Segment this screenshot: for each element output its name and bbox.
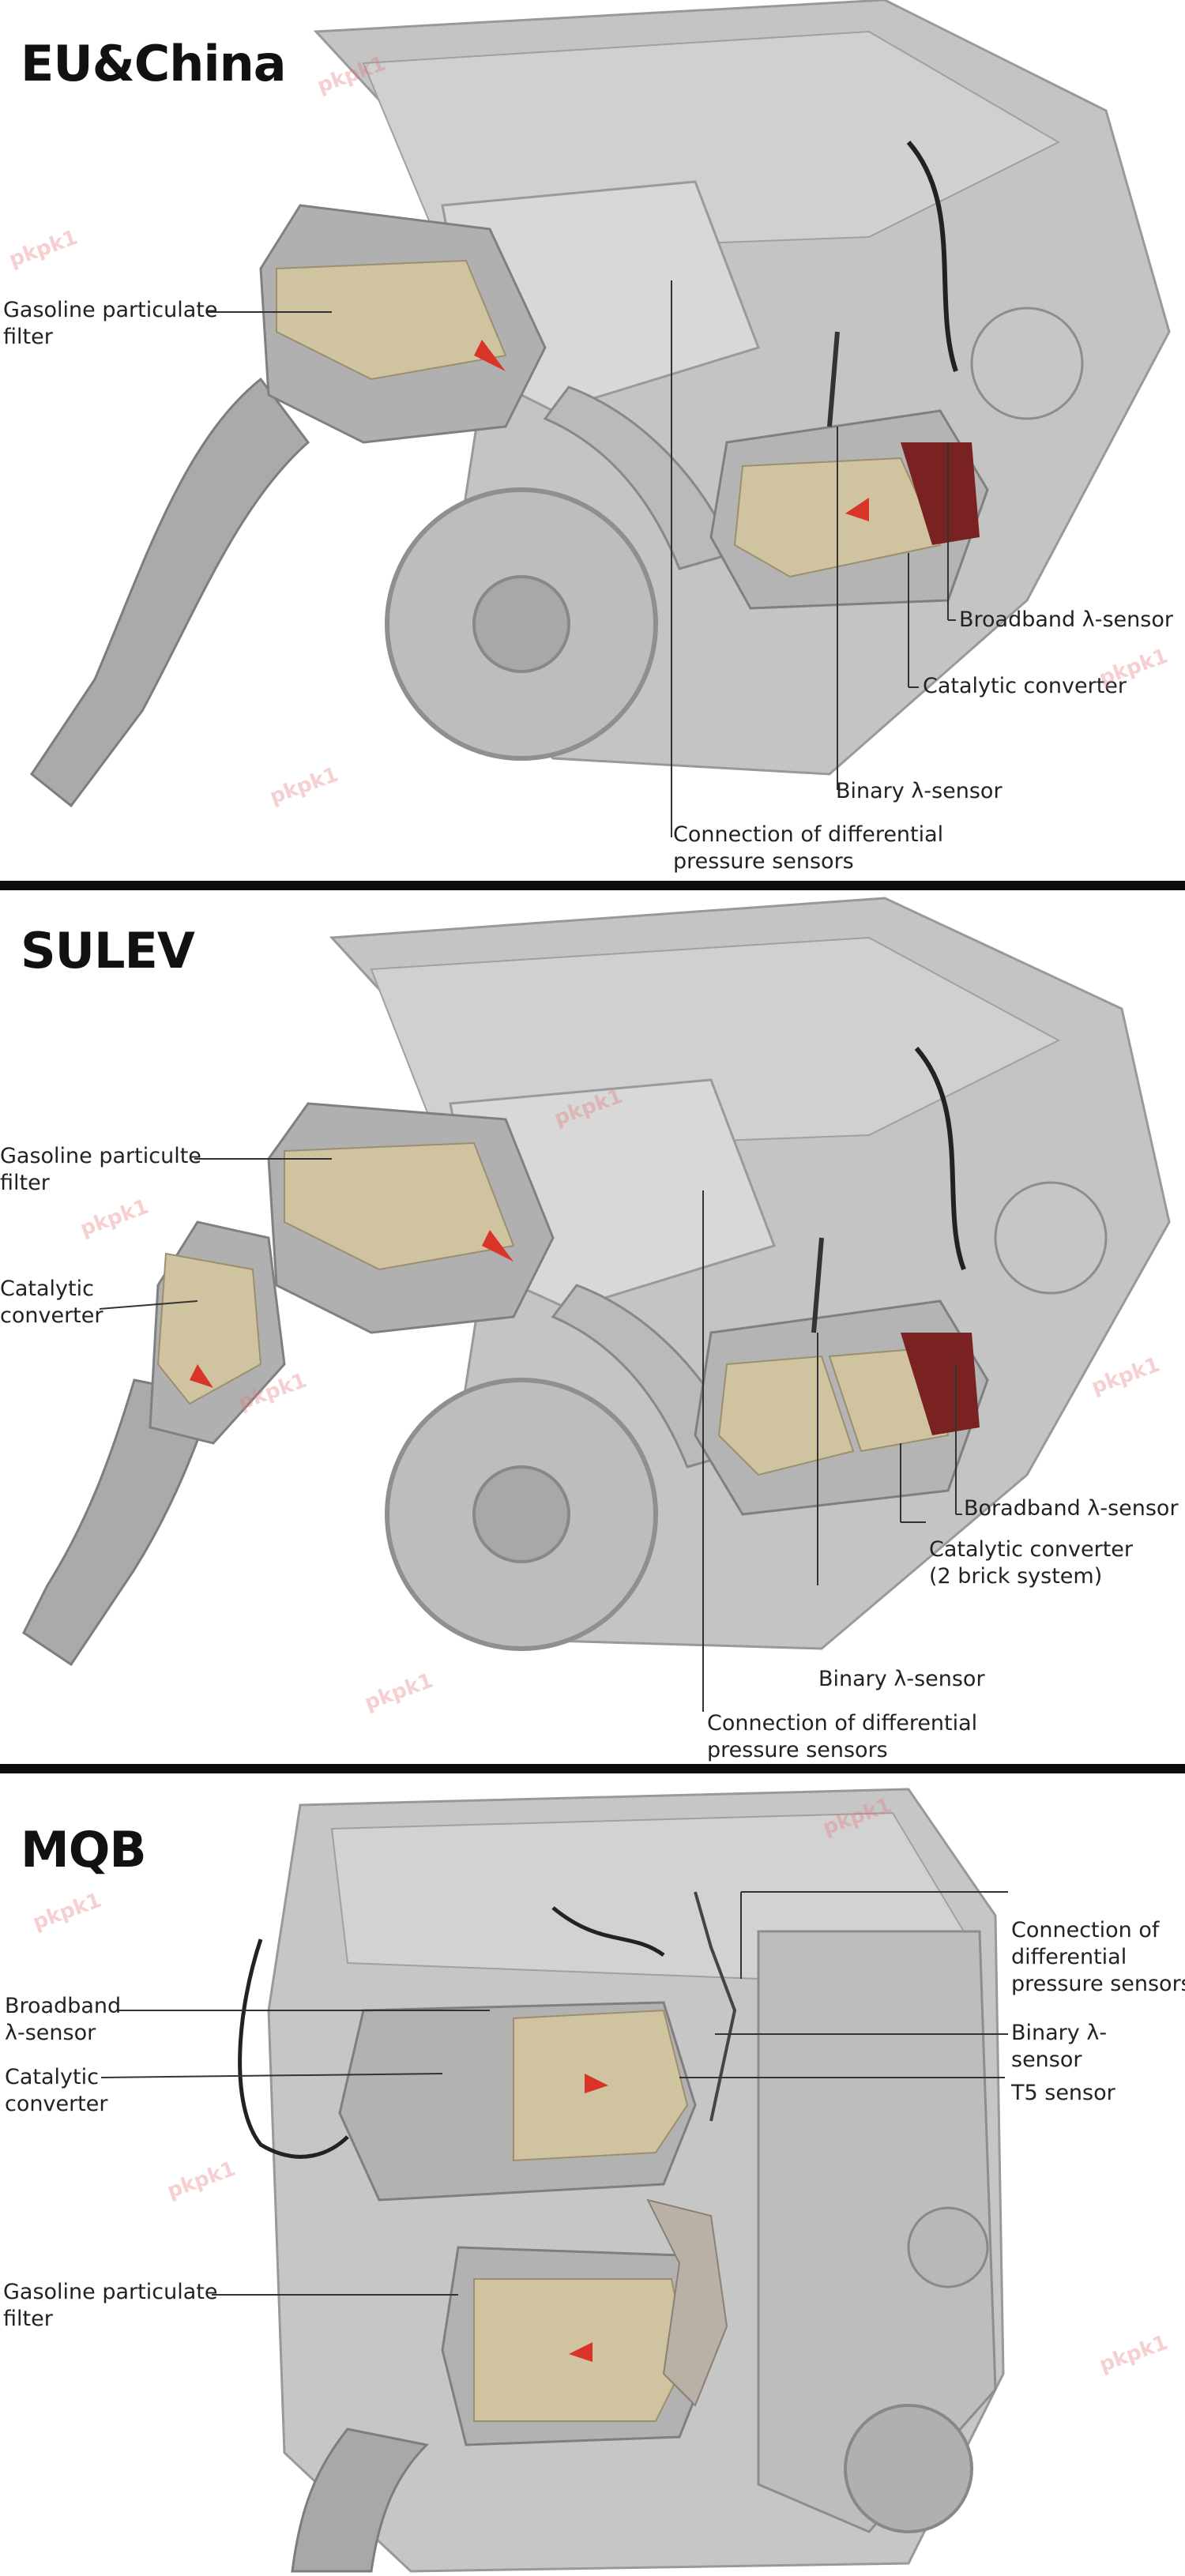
label-line: converter xyxy=(5,2092,108,2116)
label-differential-pressure-connection: Connection of differential pressure sens… xyxy=(673,822,943,875)
label-differential-pressure-connection: Connection of differential pressure sens… xyxy=(1011,1917,1185,1998)
label-catalytic-converter-2-brick: Catalytic converter (2 brick system) xyxy=(929,1536,1133,1590)
label-line: Binary λ-sensor xyxy=(818,1667,985,1691)
label-line: pressure sensors xyxy=(1011,1972,1185,1996)
label-differential-pressure-connection: Connection of differential pressure sens… xyxy=(707,1710,977,1764)
label-binary-lambda-sensor: Binary λ- sensor xyxy=(1011,2020,1107,2074)
label-gasoline-particulate-filter: Gasoline particulate filter xyxy=(3,2279,217,2333)
label-broadband-lambda-sensor: Broadband λ-sensor xyxy=(959,607,1173,634)
label-line: Broadband xyxy=(5,1994,122,2018)
section-divider xyxy=(0,881,1185,890)
label-line: Catalytic converter xyxy=(923,674,1127,698)
label-gasoline-particulate-filter: Gasoline particulte filter xyxy=(0,1143,201,1197)
label-line: Catalytic xyxy=(5,2065,99,2089)
label-line: Broadband λ-sensor xyxy=(959,607,1173,632)
label-line: (2 brick system) xyxy=(929,1564,1103,1589)
label-catalytic-converter: Catalytic converter xyxy=(5,2064,107,2118)
section-divider xyxy=(0,1764,1185,1773)
engine-illustration-eu-china xyxy=(29,0,1171,837)
label-line: filter xyxy=(0,1171,50,1195)
label-t5-sensor: T5 sensor xyxy=(1011,2080,1115,2107)
panel-eu-china: EU&China Gasoline particulate filter Bro… xyxy=(0,0,1185,881)
label-line: Connection of xyxy=(1011,1918,1160,1942)
engine-illustration-sulev xyxy=(22,897,1171,1712)
label-line: filter xyxy=(3,325,53,349)
panel-sulev: SULEV Gasoline particulte filter Catalyt… xyxy=(0,890,1185,1764)
label-line: filter xyxy=(3,2307,53,2331)
label-line: differential xyxy=(1011,1945,1127,1969)
label-catalytic-converter: Catalytic converter xyxy=(923,673,1127,700)
label-broadband-lambda-sensor: Broadband λ-sensor xyxy=(5,1993,121,2047)
engine-illustration-mqb xyxy=(100,1788,1008,2573)
label-line: Connection of differential xyxy=(673,822,944,847)
label-line: Gasoline particulte xyxy=(0,1144,201,1168)
label-line: Gasoline particulate xyxy=(3,2280,218,2304)
label-line: converter xyxy=(0,1303,103,1328)
label-line: Gasoline particulate xyxy=(3,298,218,322)
panel-mqb: MQB Broadband λ-sensor Catalytic convert… xyxy=(0,1773,1185,2576)
panel-title: EU&China xyxy=(21,35,287,92)
label-line: sensor xyxy=(1011,2048,1082,2072)
label-binary-lambda-sensor: Binary λ-sensor xyxy=(836,778,1003,805)
label-line: Catalytic xyxy=(0,1277,94,1301)
panel-title: SULEV xyxy=(21,922,195,980)
label-line: pressure sensors xyxy=(673,849,854,874)
label-line: pressure sensors xyxy=(707,1738,888,1762)
label-catalytic-converter-left: Catalytic converter xyxy=(0,1276,103,1329)
label-line: Connection of differential xyxy=(707,1711,978,1736)
label-gasoline-particulate-filter: Gasoline particulate filter xyxy=(3,297,217,351)
label-line: T5 sensor xyxy=(1011,2081,1115,2105)
label-broadband-lambda-sensor: Boradband λ-sensor xyxy=(964,1495,1179,1522)
label-binary-lambda-sensor: Binary λ-sensor xyxy=(818,1666,985,1693)
label-line: Catalytic converter xyxy=(929,1537,1133,1562)
label-line: Binary λ- xyxy=(1011,2021,1108,2045)
label-line: Binary λ-sensor xyxy=(836,779,1003,803)
label-line: Boradband λ-sensor xyxy=(964,1496,1179,1521)
panel-title: MQB xyxy=(21,1821,147,1878)
label-line: λ-sensor xyxy=(5,2021,96,2045)
